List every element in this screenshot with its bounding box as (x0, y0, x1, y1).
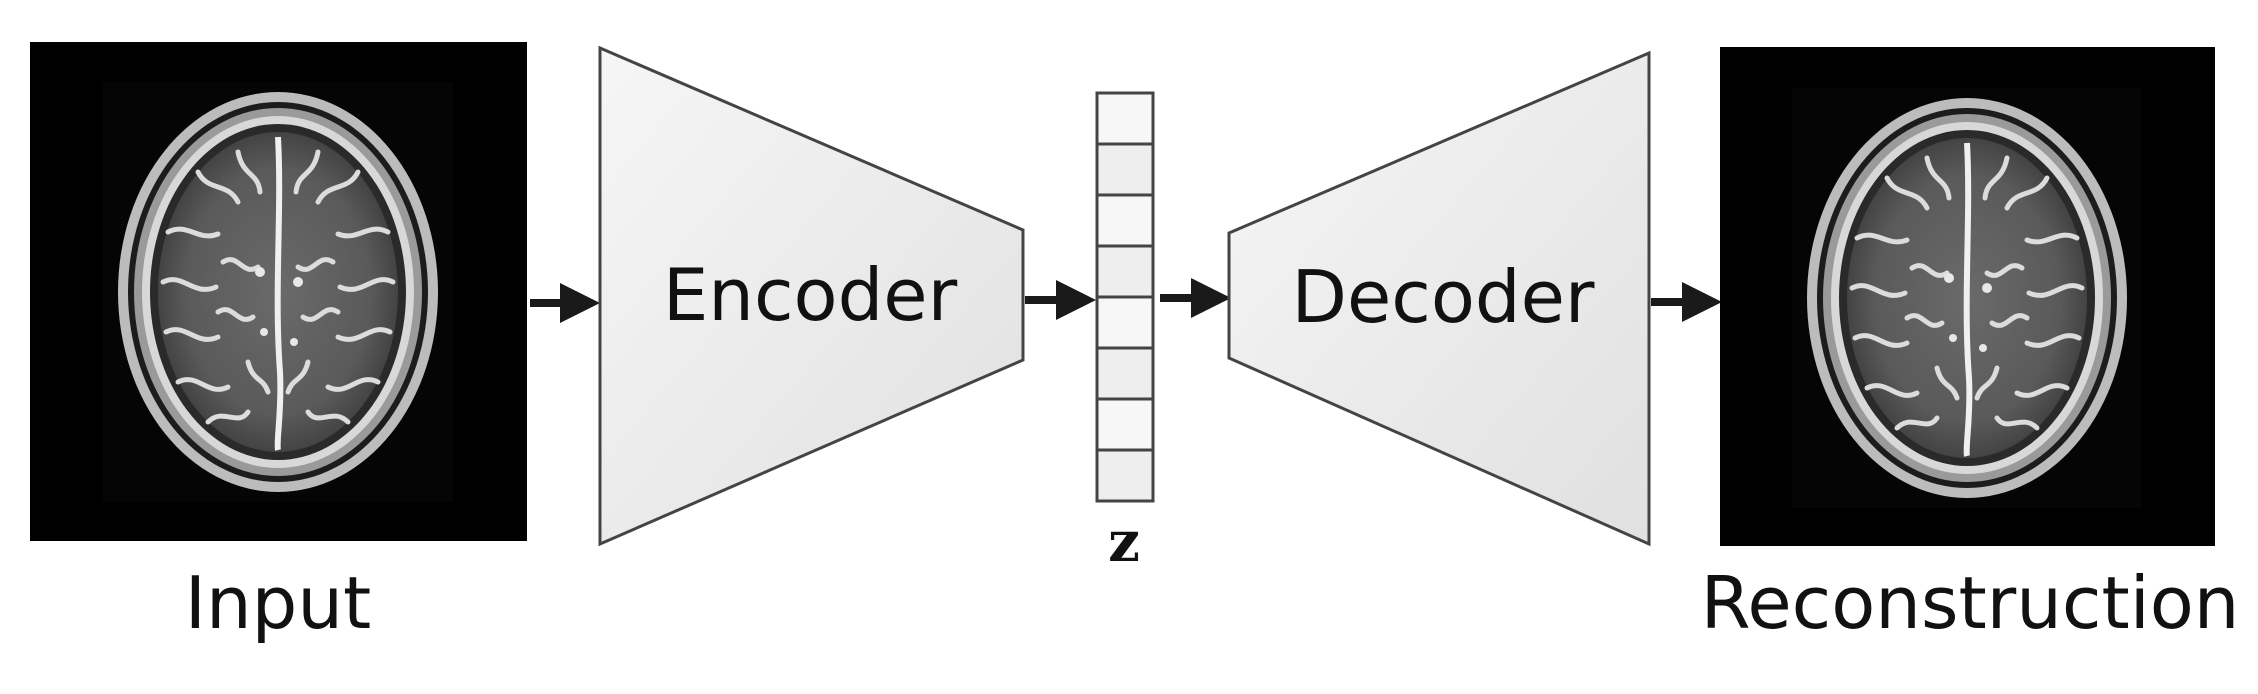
input-caption: Input (185, 561, 371, 645)
latent-label: z (1108, 509, 1140, 575)
latent-cell (1095, 448, 1155, 503)
encoder-label: Encoder (663, 253, 958, 337)
latent-cell (1095, 91, 1155, 146)
latent-vector: z (1095, 91, 1155, 575)
latent-cell (1095, 295, 1155, 350)
latent-cell (1095, 193, 1155, 248)
input-image (30, 42, 527, 541)
latent-cell (1095, 244, 1155, 299)
decoder-label: Decoder (1292, 255, 1595, 339)
encoder-block: Encoder (598, 45, 1025, 547)
reconstruction-image (1720, 47, 2215, 546)
decoder-block: Decoder (1227, 50, 1651, 547)
latent-cell (1095, 397, 1155, 452)
latent-cell (1095, 346, 1155, 401)
latent-cell (1095, 142, 1155, 197)
reconstruction-caption: Reconstruction (1701, 561, 2240, 645)
